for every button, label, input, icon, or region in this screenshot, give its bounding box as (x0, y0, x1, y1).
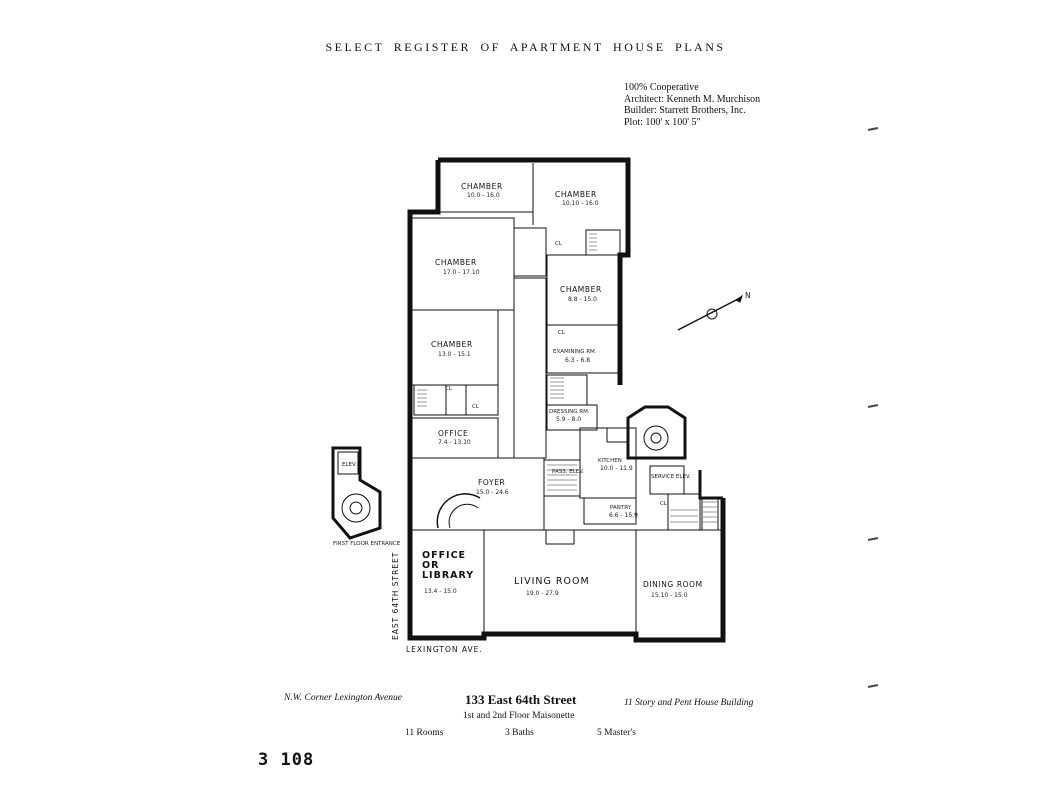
footer-location: N.W. Corner Lexington Avenue (284, 693, 402, 703)
room-label-chamber-4: CHAMBER (560, 285, 602, 294)
footer-unit-type: 1st and 2nd Floor Maisonette (463, 711, 575, 721)
street-label-bottom: LEXINGTON AVE. (406, 645, 483, 654)
room-label-foyer: FOYER (478, 478, 505, 487)
room-label-dining-room: DINING ROOM (643, 580, 703, 589)
building-meta: 100% Cooperative Architect: Kenneth M. M… (624, 82, 760, 128)
entrance-elevator-label: ELEV. (342, 462, 357, 468)
room-dims-living-room: 19.0 - 27.9 (526, 590, 559, 597)
room-label-examining-room: EXAMINING RM. (553, 349, 597, 355)
room-label-chamber-5: CHAMBER (431, 340, 473, 349)
room-label-kitchen: KITCHEN (598, 458, 622, 464)
room-label-chamber-3: CHAMBER (435, 258, 477, 267)
room-label-living-room: LIVING ROOM (514, 576, 590, 587)
room-dims-chamber-2: 10.10 - 16.0 (562, 200, 599, 207)
pass-elevator-label: PASS. ELEV. (552, 469, 584, 475)
room-dims-chamber-1: 10.0 - 16.0 (467, 192, 500, 199)
page-number: 3 108 (258, 750, 315, 770)
closet-label: CL (660, 501, 668, 507)
room-dims-office: 7.4 - 13.10 (438, 439, 471, 446)
room-dims-chamber-4: 8.8 - 15.0 (568, 296, 597, 303)
room-dims-chamber-3: 17.0 - 17.10 (443, 269, 480, 276)
footer-building-type: 11 Story and Pent House Building (624, 698, 754, 708)
meta-ownership: 100% Cooperative (624, 82, 699, 93)
street-label-side: EAST 64TH STREET (391, 552, 400, 640)
room-dims-kitchen: 10.0 - 11.9 (600, 465, 633, 472)
closet-label: CL (445, 386, 453, 392)
footer-address: 133 East 64th Street (465, 692, 577, 707)
room-dims-dining-room: 15.10 - 15.0 (651, 592, 688, 599)
exterior-wall (698, 470, 723, 500)
compass-north-label: N (745, 291, 751, 300)
meta-plot: Plot: 100' x 100' 5" (624, 116, 701, 128)
page-title: SELECT REGISTER OF APARTMENT HOUSE PLANS (325, 40, 726, 54)
room-label-office: OFFICE (438, 429, 468, 438)
room-label-chamber-2: CHAMBER (555, 190, 597, 199)
footer-masters: 5 Master's (597, 728, 636, 738)
room-dims-pantry: 6.6 - 15.9 (609, 512, 638, 519)
footer-rooms: 11 Rooms (405, 728, 444, 738)
first-floor-entrance-label: FIRST FLOOR ENTRANCE (333, 541, 401, 547)
room-dims-chamber-5: 13.0 - 15.1 (438, 351, 471, 358)
room-label-dressing-room: DRESSING RM. (549, 409, 590, 415)
room-dims-foyer: 15.0 - 24.6 (476, 489, 509, 496)
room-label-chamber-1: CHAMBER (461, 182, 503, 191)
closet-label: CL (555, 241, 563, 247)
meta-architect: Architect: Kenneth M. Murchison (624, 93, 761, 105)
footer-baths: 3 Baths (505, 728, 534, 738)
room-label-pantry: PANTRY (610, 505, 632, 511)
exterior-wall (407, 160, 726, 643)
closet-label: CL (558, 330, 566, 336)
room-dims-dressing-room: 5.9 - 8.0 (556, 416, 581, 423)
room-dims-office-library: 13.4 - 15.0 (424, 588, 457, 595)
service-elevator-label: SERVICE ELEV. (651, 474, 691, 480)
meta-builder: Builder: Starrett Brothers, Inc. (624, 105, 746, 116)
closet-label: CL (472, 404, 480, 410)
room-dims-examining-room: 6.3 - 6.8 (565, 357, 590, 364)
